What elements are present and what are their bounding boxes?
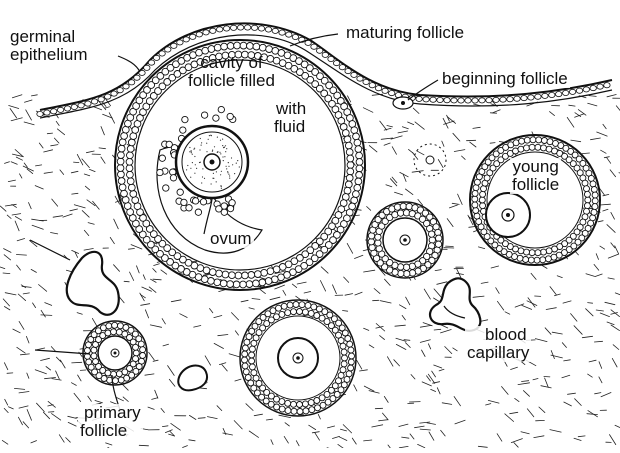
label-primary-follicle: primary follicle: [78, 404, 143, 440]
label-cavity-line1: cavity of: [188, 54, 275, 72]
label-beginning-follicle: beginning follicle: [440, 70, 570, 88]
follicle-bottom-center: [240, 300, 356, 416]
label-primary-follicle-line2: follicle: [80, 422, 141, 440]
label-primary-follicle-line1: primary: [80, 404, 141, 422]
blood-capillary-small: [178, 366, 207, 391]
primary-follicle: [83, 321, 147, 385]
label-germinal-epithelium-line1: germinal: [10, 28, 88, 46]
label-germinal-epithelium-line2: epithelium: [10, 46, 88, 64]
growing-follicle-center: [367, 202, 443, 278]
label-maturing-follicle-text: maturing follicle: [346, 24, 464, 42]
ovum-nucleolus: [210, 160, 215, 165]
label-young-follicle-line1: young: [512, 158, 559, 176]
label-beginning-follicle-text: beginning follicle: [442, 70, 568, 88]
label-cavity-line3: with: [270, 100, 306, 118]
young-follicle: [470, 135, 600, 265]
label-blood-capillary: blood capillary: [465, 326, 531, 362]
blood-capillary-left: [67, 252, 119, 315]
label-blood-capillary-line1: blood: [467, 326, 529, 344]
label-blood-capillary-line2: capillary: [467, 344, 529, 362]
blood-capillary-right: [430, 278, 480, 331]
label-cavity: cavity of follicle filled: [186, 54, 277, 90]
label-maturing-follicle: maturing follicle: [344, 24, 466, 42]
label-cavity-line2: follicle filled: [188, 72, 275, 90]
label-ovum-text: ovum: [210, 230, 252, 248]
label-germinal-epithelium: germinal epithelium: [8, 28, 90, 64]
label-cavity-line4: fluid: [270, 118, 306, 136]
label-young-follicle-line2: follicle: [512, 176, 559, 194]
label-ovum: ovum: [208, 230, 254, 248]
label-young-follicle: young follicle: [510, 158, 561, 194]
label-cavity-lower: with fluid: [268, 100, 308, 136]
